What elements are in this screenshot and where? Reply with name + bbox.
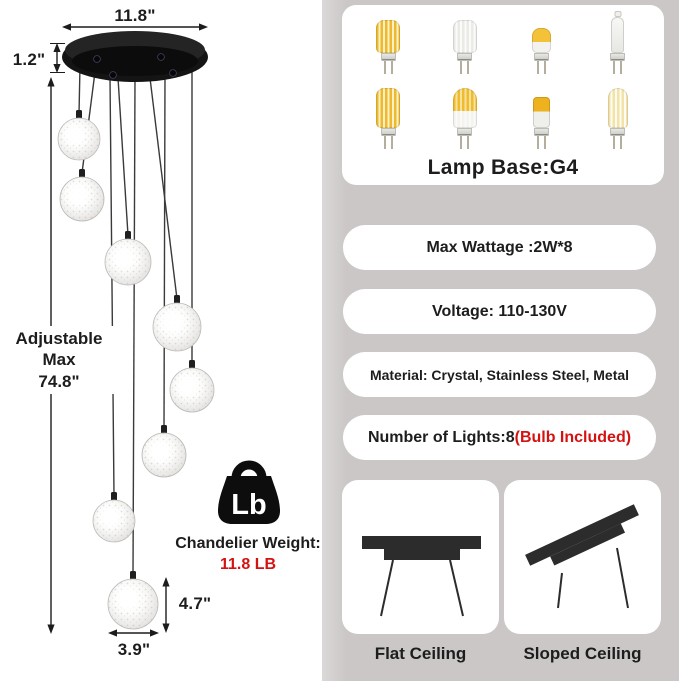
dim-adjustable-max-line2: 74.8" (38, 371, 80, 391)
crystal-ball (104, 231, 152, 286)
flat-ceiling-bracket-icon (362, 536, 481, 617)
crystal-ball (141, 425, 187, 478)
weight-badge-text: Lb (231, 489, 266, 521)
weight-value: 11.8 LB (219, 556, 277, 573)
g4-corn-bulb-icon (376, 88, 401, 149)
spec-pill-max-wattage: Max Wattage :2W*8 (343, 225, 656, 270)
spec-text: Material: Crystal, Stainless Steel, Meta… (369, 366, 630, 383)
spec-panel: Lamp Base:G4 Max Wattage :2W*8 Voltage: … (322, 0, 679, 681)
g4-half-yellow-bulb-icon (531, 28, 551, 74)
canopy-screws (93, 53, 177, 79)
sloped-ceiling-bracket-icon (525, 504, 639, 609)
weight-title: Chandelier Weight: (175, 535, 321, 552)
spec-text: Number of Lights:8 (367, 428, 515, 446)
g4-halogen-capsule-icon (610, 17, 626, 74)
spec-pill-number-of-lights: Number of Lights:8(Bulb Included) (343, 415, 656, 460)
dim-adjustable-max-line1: Adjustable Max (15, 329, 103, 370)
spec-pill-voltage: Voltage: 110-130V (343, 289, 656, 334)
lamp-base-title: Lamp Base:G4 (427, 156, 579, 179)
bulb-grid (350, 17, 656, 149)
chandelier-illustration (47, 23, 215, 637)
lamp-base-card: Lamp Base:G4 (342, 5, 664, 185)
crystal-ball (169, 360, 215, 413)
crystal-ball (152, 295, 202, 352)
spec-text: Max Wattage :2W*8 (426, 238, 573, 256)
crystal-ball (92, 492, 136, 543)
crystal-ball-pendants (57, 110, 215, 630)
dim-canopy-height-label: 1.2" (12, 50, 46, 69)
spec-text-highlight: (Bulb Included) (514, 428, 632, 446)
g4-clear-bulb-icon (452, 20, 477, 74)
pendant-cords (78, 62, 193, 576)
sloped-ceiling-label: Sloped Ceiling (523, 644, 642, 663)
flat-ceiling-card (342, 480, 499, 634)
dim-adjustable-max-label: Adjustable Max 74.8" (0, 326, 118, 394)
crystal-ball (59, 169, 105, 222)
flat-ceiling-label: Flat Ceiling (374, 644, 467, 663)
g4-dome-corn-bulb-icon (452, 88, 477, 149)
spec-pill-material: Material: Crystal, Stainless Steel, Meta… (343, 352, 656, 397)
crystal-ball (57, 110, 101, 161)
dim-ball-height-label: 4.7" (178, 594, 212, 613)
g4-white-corn-bulb-icon (607, 88, 628, 149)
sloped-ceiling-card (504, 480, 661, 634)
ceiling-canopy (62, 31, 208, 82)
weight-lb-icon: Lb (218, 460, 280, 524)
g4-cob-bulb-icon (532, 97, 550, 149)
g4-corn-bulb-icon (376, 20, 401, 74)
dim-width-label: 11.8" (114, 6, 156, 25)
spec-text: Voltage: 110-130V (432, 302, 567, 320)
dim-ball-width-label: 3.9" (117, 640, 151, 659)
crystal-ball (107, 571, 159, 630)
